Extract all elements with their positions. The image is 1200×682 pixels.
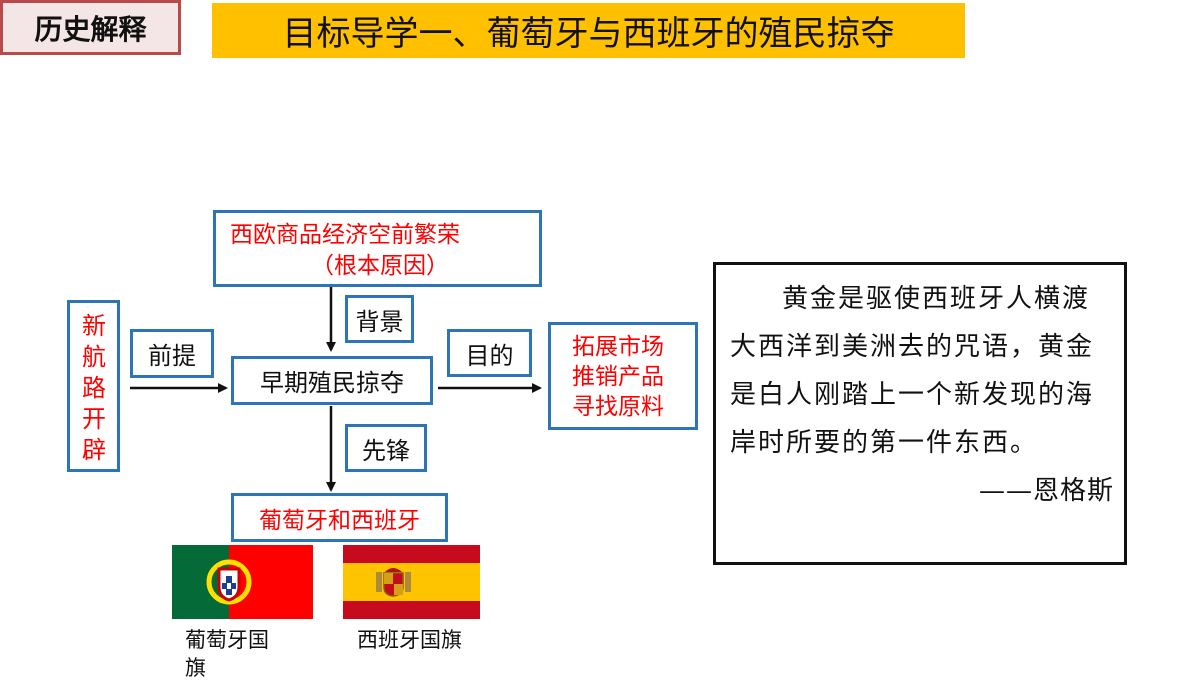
spain-flag: [343, 545, 480, 619]
root-cause-text: 西欧商品经济空前繁荣: [230, 222, 460, 248]
goal-line-1: 拓展市场: [572, 334, 664, 360]
section-tag: 历史解释: [0, 0, 181, 55]
label-premise: 前提: [130, 329, 214, 378]
engels-quote-box: 黄金是驱使西班牙人横渡大西洋到美洲去的咒语，黄金是白人刚踏上一个新发现的海岸时所…: [713, 262, 1127, 565]
spain-flag-caption: 西班牙国旗: [357, 628, 462, 652]
label-purpose: 目的: [447, 329, 532, 377]
portugal-flag: [172, 545, 313, 619]
goal-line-2: 推销产品: [572, 364, 664, 390]
premise-box: 新航路开辟: [67, 300, 120, 472]
page-title: 目标导学一、葡萄牙与西班牙的殖民掠夺: [212, 3, 965, 58]
premise-text: 新航路开辟: [82, 312, 106, 464]
goal-line-3: 寻找原料: [572, 394, 664, 420]
quote-source: ——恩格斯: [978, 476, 1114, 506]
goal-box: 拓展市场 推销产品 寻找原料: [548, 322, 698, 430]
label-background: 背景: [345, 295, 414, 343]
center-box: 早期殖民掠夺: [231, 356, 433, 405]
pioneer-box: 葡萄牙和西班牙: [231, 493, 448, 542]
quote-text: 黄金是驱使西班牙人横渡大西洋到美洲去的咒语，黄金是白人刚踏上一个新发现的海岸时所…: [730, 284, 1095, 458]
portugal-flag-caption: 葡萄牙国旗: [185, 628, 269, 680]
root-cause-note: （根本原因）: [311, 253, 449, 279]
root-cause-box: 西欧商品经济空前繁荣 （根本原因）: [213, 210, 542, 287]
label-pioneer: 先锋: [345, 424, 427, 472]
